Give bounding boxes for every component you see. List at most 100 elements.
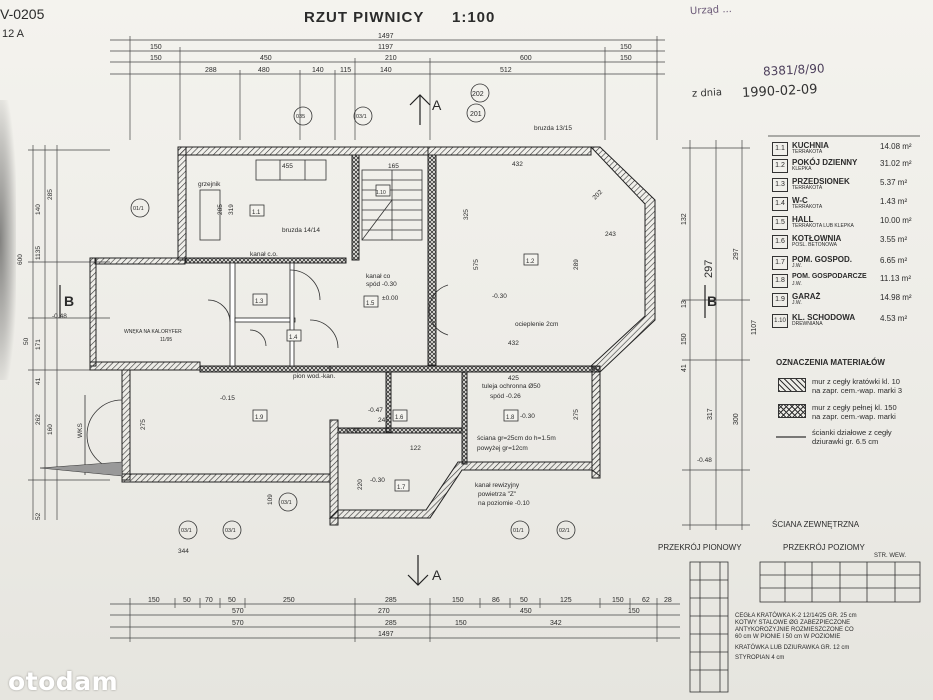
dim-bot-1c: 70: [205, 597, 213, 604]
dim-bot-1f: 285: [385, 597, 397, 604]
dim-bot-3a: 570: [232, 620, 244, 627]
dim-right-3: 13: [681, 300, 688, 308]
marker-label-4: 03/1: [181, 528, 192, 534]
marker-label-3: 01/1: [133, 206, 144, 212]
dim-bot-2a: 570: [232, 608, 244, 615]
room-dim-13: 275: [573, 409, 580, 420]
vertical-section-title: PRZEKRÓJ PIONOWY: [658, 543, 742, 552]
legend-num: 1.3: [772, 178, 788, 192]
legend-finish: J.W.: [792, 281, 802, 287]
reference-markers: [130, 83, 576, 540]
room-tag-1-10: 1.10: [376, 190, 386, 196]
dim-bot-1d: 50: [228, 597, 236, 604]
room-dim-17: 245: [378, 417, 389, 424]
note-level-048: -0.48: [52, 313, 67, 320]
material-1-line1: mur z cegły kratówki kl. 10: [812, 377, 900, 386]
material-swatch-kratowka: [778, 378, 806, 392]
legend-row-wc: 1.4 W-C TERRAKOTA 1.43 m²: [772, 196, 932, 213]
note-wneka: WNĘKA NA KALORYFER: [124, 329, 182, 335]
room-dim-10: 243: [605, 231, 616, 238]
dim-left-1: 600: [17, 254, 24, 265]
material-3-line1: ścianki działowe z cegły: [812, 428, 892, 437]
dim-bot-total: 1497: [378, 631, 394, 638]
legend-name: PRZEDSIONEK: [792, 177, 850, 186]
dim-bot-1i: 50: [520, 597, 528, 604]
legend-finish: DREWNIANA: [792, 321, 823, 327]
dim-bot-3d: 342: [550, 620, 562, 627]
reference-marker-labels: 035 03/1 01/1 03/1 03/1 01/1 02/1 03/1 2…: [133, 91, 570, 534]
legend-num: 1.1: [772, 142, 788, 156]
legend-area: 6.65 m²: [880, 256, 908, 265]
legend-finish: TERRAKOTA: [792, 204, 823, 210]
room-tag-1-1: 1.1: [252, 210, 261, 216]
marker-label-7: 02/1: [559, 528, 570, 534]
drawing-title: RZUT PIWNICY: [304, 9, 425, 26]
dim-bot-1e: 250: [283, 597, 295, 604]
note-level-048b: -0.48: [697, 457, 712, 464]
room-dim-5: 432: [512, 161, 523, 168]
room-tag-labels: 1.1 1.2 1.3 1.4 1.5 1.6 1.7 1.8 1.9 1.10: [252, 190, 535, 491]
marker-label-8: 03/1: [281, 500, 292, 506]
legend-name: KL. SCHODOWA: [792, 313, 856, 322]
staircase: [361, 169, 423, 241]
note-level-030: -0.30: [492, 293, 507, 300]
legend-area: 4.53 m²: [880, 314, 908, 323]
dim-bot-1m: 28: [664, 597, 672, 604]
marker-label-10: 201: [470, 111, 482, 118]
legend-area: 14.98 m²: [880, 293, 912, 302]
dim-left-10: 52: [35, 512, 42, 520]
note-spod-030: spód -0.30: [366, 281, 397, 288]
legend-num: 1.9: [772, 293, 788, 307]
marker-label-9: 202: [472, 91, 484, 98]
section-note-3: ANTYKOROZYJNIE ROZMIESZCZONE CO: [735, 627, 854, 633]
dim-right-7: 300: [733, 413, 740, 425]
note-level-030c: -0.30: [520, 413, 535, 420]
room-tag-1-6: 1.6: [395, 415, 404, 421]
legend-row-pom-gospod: 1.7 POM. GOSPOD. J.W. 6.65 m²: [772, 255, 932, 272]
note-kanal-co: kanał c.o.: [250, 251, 278, 258]
legend-area: 14.08 m²: [880, 142, 912, 151]
dim-top-r4c: 140: [312, 67, 324, 74]
section-label-b-right: B: [707, 293, 717, 309]
legend-name: POM. GOSPOD.: [792, 255, 853, 264]
legend-num: 1.2: [772, 159, 788, 173]
legend-name: POM. GOSPODARCZE: [792, 273, 867, 280]
room-tags: [249, 184, 539, 492]
room-dim-15: 109: [267, 494, 274, 505]
legend-finish: TERRAKOTA: [792, 185, 823, 191]
note-bruzda-kitchen: bruzda 14/14: [282, 227, 320, 234]
legend-finish: J.W.: [792, 300, 802, 306]
note-kanal-rew2: powietrza "Z": [478, 491, 517, 498]
garage-door: [39, 395, 123, 477]
legend-name: W-C: [792, 196, 808, 205]
note-level-047: -0.47: [368, 407, 383, 414]
inner-side-label: STR. WEW.: [874, 553, 906, 559]
materials-heading: OZNACZENIA MATERIAŁÓW: [776, 358, 885, 367]
room-dim-19: 275: [140, 419, 147, 430]
legend-num: 1.7: [772, 256, 788, 270]
room-tag-1-8: 1.8: [506, 415, 515, 421]
section-label-a-top: A: [432, 97, 442, 113]
plan-annotations: bruzda 13/15 bruzda 14/14 grzejnik kanał…: [52, 125, 712, 507]
dim-top-r2a: 150: [150, 44, 162, 51]
room-dim-6: 575: [473, 259, 480, 270]
dim-left-9: 160: [47, 424, 54, 435]
dim-top-r3d: 600: [520, 55, 532, 62]
drawing-scale: 1:100: [452, 9, 496, 26]
legend-num: 1.10: [772, 314, 788, 328]
legend-row-przedsionek: 1.3 PRZEDSIONEK TERRAKOTA 5.37 m²: [772, 177, 932, 194]
dim-top-r3a: 150: [150, 55, 162, 62]
legend-name: KUCHNIA: [792, 141, 829, 150]
legend-finish: J.W.: [792, 263, 802, 269]
legend-finish: KLEPKA: [792, 166, 812, 172]
dim-right-5: 41: [681, 364, 688, 372]
legend-row-kotlownia: 1.6 KOTŁOWNIA POSL. BETONOWA 3.55 m²: [772, 234, 932, 251]
marker-label-1: 035: [296, 114, 305, 120]
wall-section-title: ŚCIANA ZEWNĘTRZNA: [772, 520, 860, 529]
legend-area: 11.13 m²: [880, 274, 911, 283]
room-dim-18: 122: [410, 445, 421, 452]
legend-name: POKÓJ DZIENNY: [792, 158, 858, 167]
dim-left-8: 262: [35, 414, 42, 425]
note-sciana: ściana gr=25cm do h=1.5m: [477, 435, 556, 442]
